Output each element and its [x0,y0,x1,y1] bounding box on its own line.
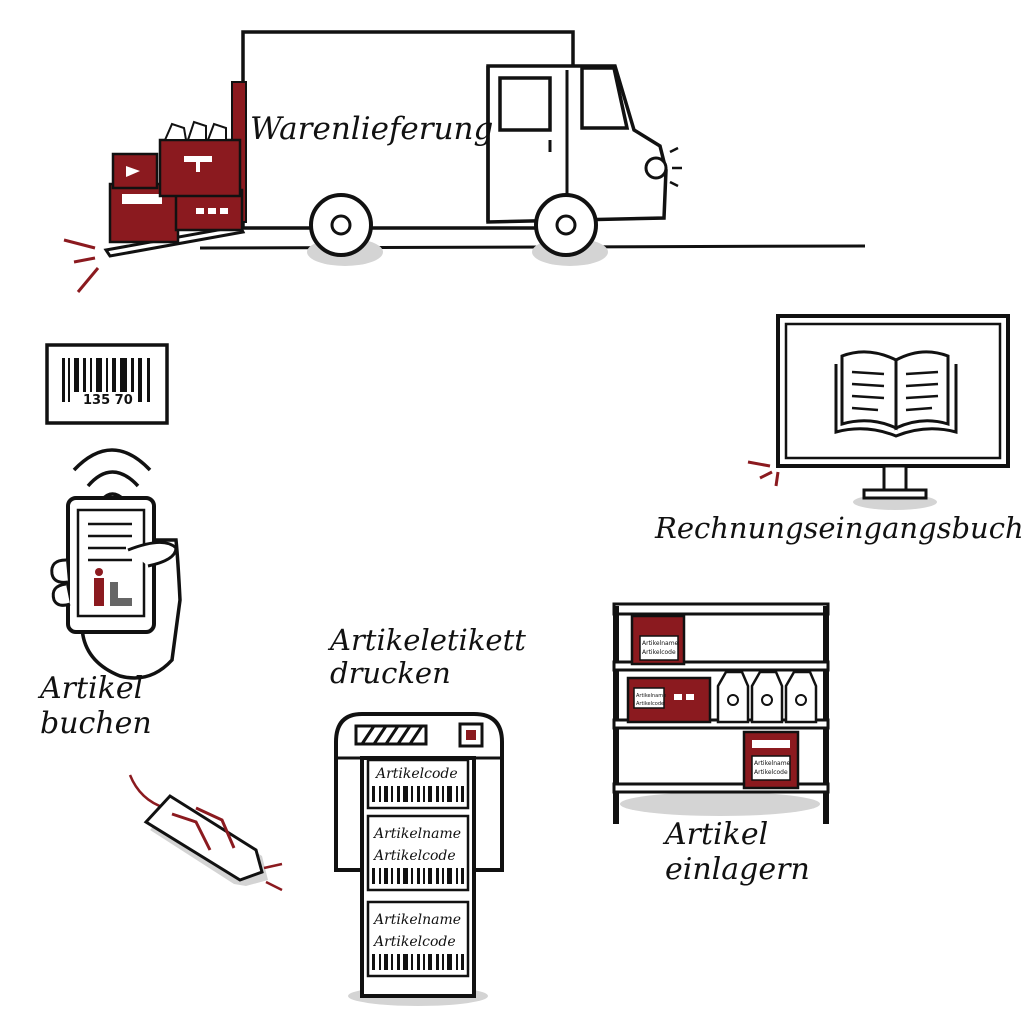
print-label-3-code: Artikelcode [372,934,456,950]
barcode-stripe [461,954,464,970]
delivery-truck [63,30,866,293]
barcode-stripe [428,868,432,884]
barcode-stripe [447,868,452,884]
label-store-item: Artikel einlagern [665,817,810,887]
barcode-stripe [372,868,375,884]
direction-arrow-icon [128,774,283,892]
barcode-stripe [403,786,408,802]
shelf-box-1: Artikelname Artikelcode [630,614,686,666]
product-bags [716,670,818,724]
barcode-stripe [447,786,452,802]
barcode-stripe [397,786,400,802]
label-print-label: Artikeletikett drucken [330,623,526,691]
barcode-stripe [442,868,444,884]
shelf-box-2-name: Artikelname [636,693,666,699]
shelf-box-3-name: Artikelname [754,760,791,767]
barcode-stripe [442,954,444,970]
barcode-stripe [384,786,388,802]
barcode-digits: 135 70 [83,393,133,408]
print-label-2-name: Artikelname [372,826,461,842]
barcode-stripe [411,868,413,884]
barcode-stripe [423,868,425,884]
barcode-stripe [447,954,452,970]
barcode-stripe [391,786,393,802]
barcode-stripe [397,868,400,884]
barcode-stripe [436,954,439,970]
barcode-stripe [384,954,388,970]
print-label-3-name: Artikelname [372,912,461,928]
label-invoice-book: Rechnungseingangsbuch [655,511,1024,545]
shelf-box-1-name: Artikelname [642,640,679,647]
shelf-box-3: Artikelname Artikelcode [742,730,800,790]
monitor [747,314,1010,510]
barcode-stripe [428,786,432,802]
shelf-box-3-code: Artikelcode [754,769,788,776]
barcode-stripe [379,954,381,970]
barcode-stripe [391,954,393,970]
barcode-stripe [456,868,458,884]
barcode-stripe [436,786,439,802]
shelf-box-2: Artikelname Artikelcode [626,676,712,724]
barcode-stripe [372,954,375,970]
barcode-stripe [403,868,408,884]
barcode-stripe [436,868,439,884]
barcode-stripe [417,786,420,802]
open-book-icon [834,350,958,438]
barcode-stripe [456,786,458,802]
barcode-stripe [456,954,458,970]
barcode-stripe [397,954,400,970]
barcode-stripe [403,954,408,970]
barcode-stripe [372,786,375,802]
label-printer: Artikelcode Artikelname Artikelcode Arti… [334,712,504,1006]
label-book-item: Artikel buchen [40,671,152,741]
label-delivery: Warenlieferung [250,111,494,147]
shelf-box-1-code: Artikelcode [642,649,676,656]
barcode-stripe [379,868,381,884]
barcode-stripe [384,868,388,884]
handheld-scanner [50,448,182,680]
shelf-box-2-code: Artikelcode [636,701,664,707]
print-label-1-code: Artikelcode [374,766,458,782]
barcode-stripe [379,786,381,802]
barcode-stripe [461,868,464,884]
barcode-stripe [461,786,464,802]
barcode-stripe [417,954,420,970]
barcode-card: 135 70 [45,343,169,425]
barcode-stripe [423,954,425,970]
barcode-stripe [442,786,444,802]
barcode-stripe [423,786,425,802]
barcode-stripe [428,954,432,970]
barcode-stripe [391,868,393,884]
print-label-2-code: Artikelcode [372,848,456,864]
barcode-stripe [417,868,420,884]
barcode-stripe [411,786,413,802]
barcode-stripe [411,954,413,970]
storage-shelf: Artikelname Artikelcode Artikelname Arti… [612,602,830,824]
